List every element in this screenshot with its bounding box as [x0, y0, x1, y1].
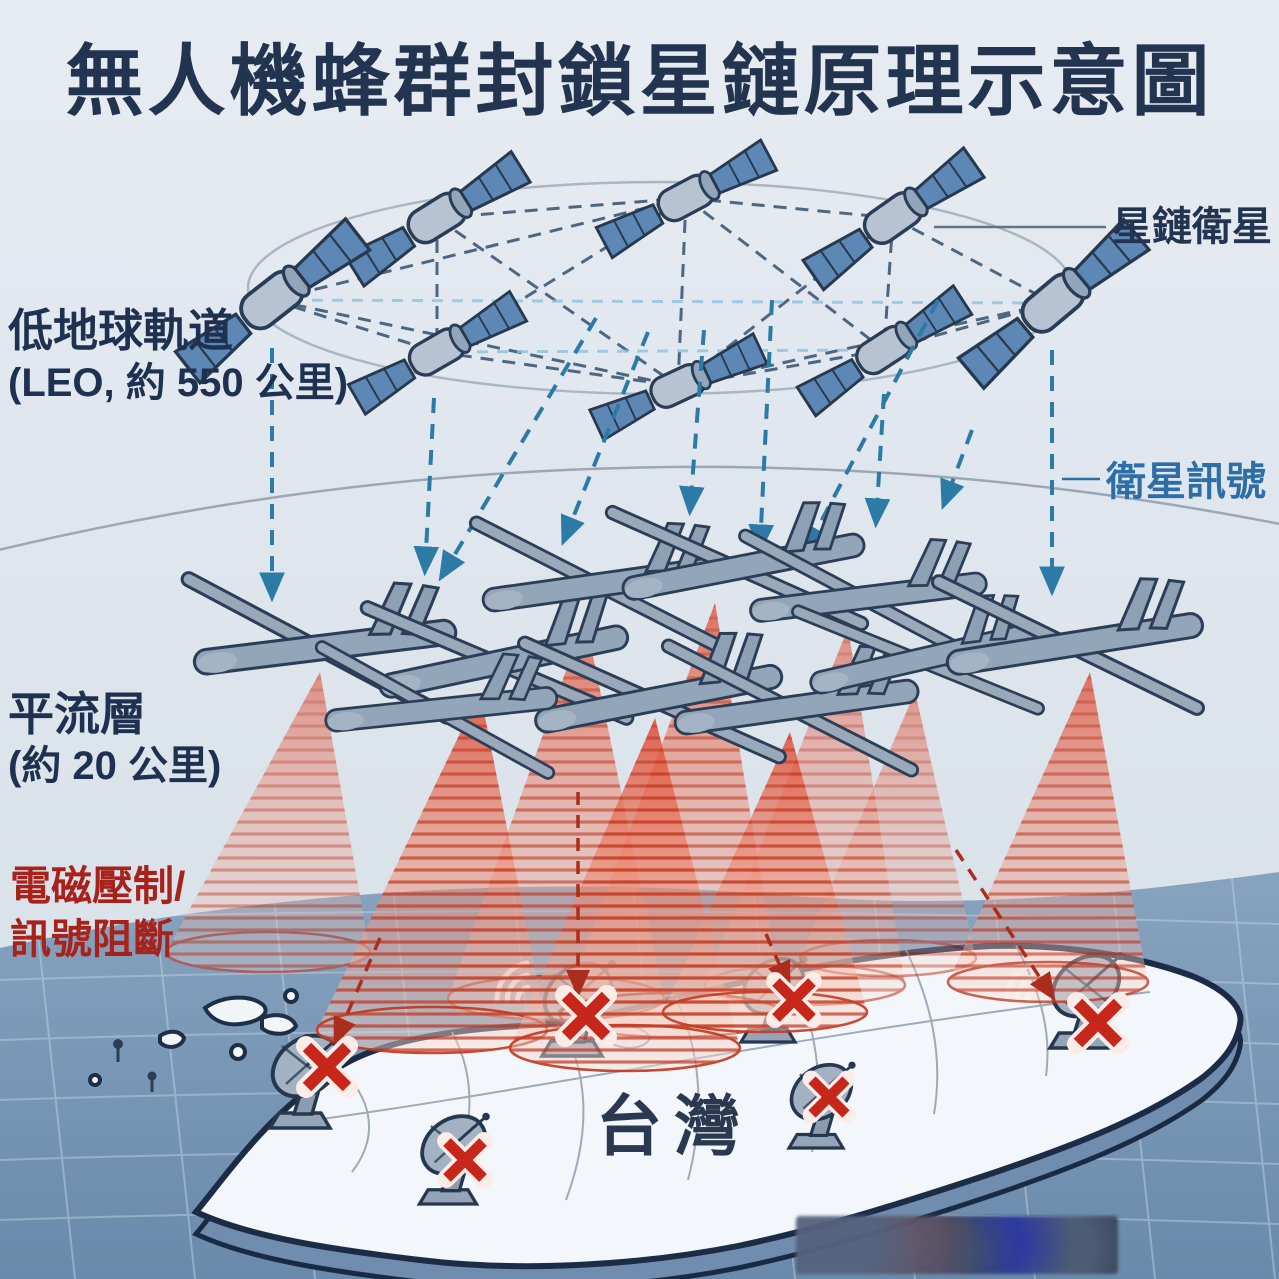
label-leo-line2: (LEO, 約 550 公里) [8, 360, 349, 405]
page-title: 無人機蜂群封鎖星鏈原理示意圖 [65, 37, 1214, 125]
jamming-cone [661, 732, 869, 1034]
jamming-cone [946, 672, 1150, 1004]
satellite-icon [594, 138, 779, 260]
label-stratosphere-line2: (約 20 公里) [8, 744, 222, 789]
sea-markers [113, 1039, 157, 1092]
inter-satellite-links-light [271, 298, 1054, 354]
satellite-icon [801, 146, 986, 292]
label-jamming: 電磁壓制/ 訊號阻斷 [10, 860, 185, 967]
label-stratosphere-line1: 平流層 [8, 688, 146, 740]
label-taiwan: 台灣 [596, 1089, 752, 1163]
label-satellite-signal: 衛星訊號 [1106, 460, 1266, 504]
jamming-cones [164, 603, 1150, 1073]
offshore-islands [88, 988, 313, 1087]
label-leo-orbit: 低地球軌道 (LEO, 約 550 公里) [8, 304, 348, 408]
label-jamming-line2: 訊號阻斷 [10, 916, 174, 963]
jamming-cone [315, 692, 549, 1055]
watermark-blur [796, 1216, 1118, 1274]
label-jamming-line1: 電磁壓制/ [10, 863, 186, 909]
label-stratosphere: 平流層 (約 20 公里) [8, 686, 221, 791]
label-leo-line1: 低地球軌道 [8, 305, 234, 356]
jamming-arrows [333, 792, 1056, 1046]
label-starlink-satellite: 星鏈衛星 [1112, 205, 1272, 249]
earth-horizon-arc [0, 465, 1279, 551]
